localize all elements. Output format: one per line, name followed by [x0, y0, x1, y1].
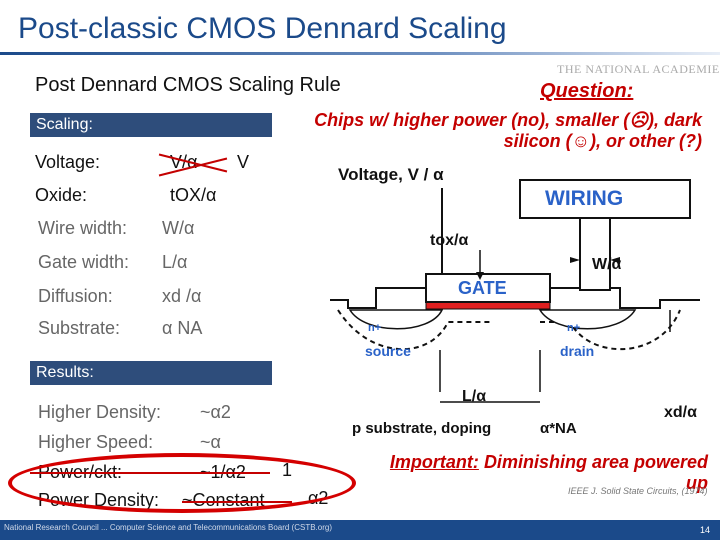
power-density-highlight-ellipse	[8, 453, 356, 513]
voltage-label: Voltage:	[35, 152, 101, 172]
important-text: Diminishing area powered up	[483, 452, 708, 493]
oxide-value: tOX/α	[170, 185, 217, 205]
diagram-tox-label: tox/α	[430, 232, 469, 249]
diagram-substrate-label: p substrate, doping	[352, 420, 492, 437]
mosfet-scaling-diagram	[330, 179, 700, 403]
substrate-label: Substrate:	[38, 318, 121, 338]
diagram-gate-label: GATE	[458, 278, 507, 298]
voltage-new-value: V	[237, 152, 250, 172]
question-text: Chips w/ higher power (no), smaller (☹),…	[314, 110, 702, 151]
diagram-xd-label: xd/α	[664, 404, 697, 421]
results-band: Results:	[30, 361, 272, 385]
subheading: Post Dennard CMOS Scaling Rule	[35, 74, 341, 96]
gate-oxide	[425, 301, 551, 310]
footer-credit: National Research Council ... Computer S…	[4, 523, 333, 532]
oxide-label: Oxide:	[35, 185, 88, 205]
diagram-doping-label: α*NA	[540, 420, 577, 437]
diffusion-value: xd /α	[162, 286, 202, 306]
diagram-drain-n-label: n+	[567, 322, 581, 334]
higher-speed-label: Higher Speed:	[38, 432, 154, 452]
diagram-l-label: L/α	[462, 388, 487, 405]
substrate-value: α NA	[162, 318, 203, 338]
higher-density-value: ~α2	[200, 402, 231, 422]
higher-speed-value: ~α	[200, 432, 221, 452]
diagram-w-label: W/α	[592, 256, 622, 273]
footer-bar	[0, 520, 720, 540]
wire-width-label: Wire width:	[38, 218, 128, 238]
w-arrow-right	[610, 257, 620, 263]
drain-region	[538, 309, 637, 330]
wiring-block	[519, 179, 691, 219]
source-depletion	[337, 309, 490, 351]
national-academies-logo: THE NATIONAL ACADEMIES	[557, 62, 720, 76]
page-number: 14	[700, 525, 711, 535]
wire-width-value: W/α	[162, 218, 195, 238]
diagram-source-label: source	[365, 343, 411, 359]
diffusion-label: Diffusion:	[38, 286, 113, 306]
scaling-band: Scaling:	[30, 113, 272, 137]
w-arrow-left	[570, 257, 580, 263]
diagram-wiring-label: WIRING	[545, 187, 624, 210]
gate-block	[425, 273, 551, 303]
slide-title: Post-classic CMOS Dennard Scaling	[18, 12, 507, 45]
diagram-drain-label: drain	[560, 343, 595, 359]
diagram-citation: IEEE J. Solid State Circuits, (1974)	[568, 486, 708, 496]
important-heading: Important:	[389, 452, 479, 472]
higher-density-label: Higher Density:	[38, 402, 162, 422]
wiring-contact	[579, 217, 611, 291]
gate-width-value: L/α	[162, 252, 188, 272]
title-underline	[0, 52, 720, 55]
diagram-source-n-label: n+	[368, 322, 382, 334]
question-heading: Question:	[540, 80, 634, 102]
important-note: Important: Diminishing area powered up	[383, 452, 708, 494]
diagram-voltage-label: Voltage, V / α	[338, 165, 444, 184]
source-region	[348, 309, 444, 330]
tox-arrowhead	[476, 272, 484, 280]
gate-width-label: Gate width:	[38, 252, 130, 272]
